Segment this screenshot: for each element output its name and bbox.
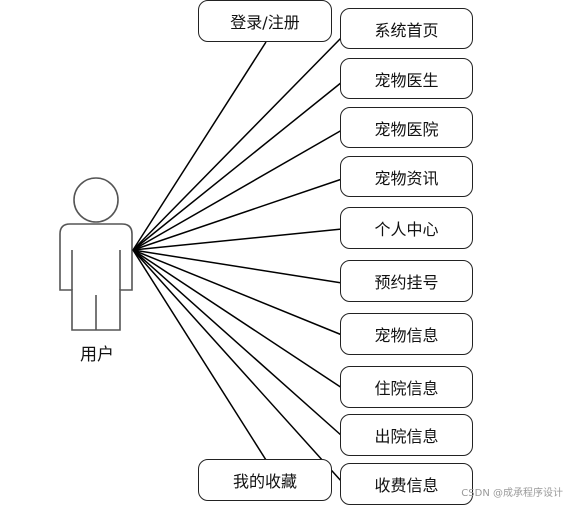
watermark: CSDN @成承程序设计 [461,488,563,499]
line-discharge-info [132,249,343,437]
actor-body [59,223,133,331]
use-case-fee-info: 收费信息 [340,463,473,505]
line-doctor [132,81,343,251]
line-fee-info [132,249,343,483]
use-case-profile: 个人中心 [340,207,473,249]
use-case-favorites: 我的收藏 [198,459,332,501]
use-case-appointment: 预约挂号 [340,260,473,302]
line-login [132,41,267,251]
use-case-hospital: 宠物医院 [340,107,473,148]
line-admit-info [132,249,343,389]
actor-figure [59,177,133,331]
association-lines [132,36,343,483]
use-case-login: 登录/注册 [198,0,332,42]
use-case-news: 宠物资讯 [340,156,473,197]
use-case-discharge-info: 出院信息 [340,414,473,456]
actor-head [73,177,119,223]
use-case-doctor: 宠物医生 [340,58,473,99]
actor-label: 用户 [80,345,114,365]
line-news [132,178,343,251]
use-case-pet-info: 宠物信息 [340,313,473,355]
use-case-home: 系统首页 [340,8,473,49]
line-hospital [132,129,343,251]
line-appointment [132,249,343,284]
line-home [132,36,343,251]
line-favorites [132,249,267,461]
line-pet-info [132,249,343,336]
line-profile [132,228,343,251]
use-case-admit-info: 住院信息 [340,366,473,408]
